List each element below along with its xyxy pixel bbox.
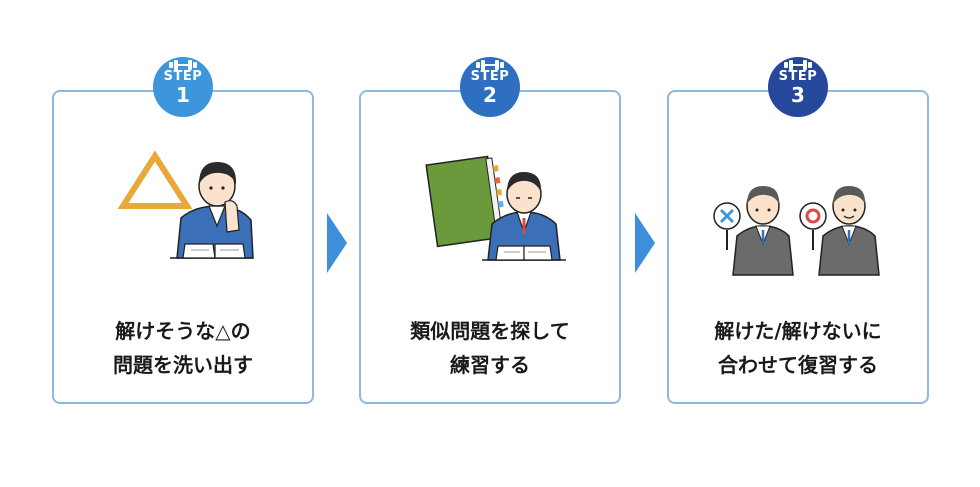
step-3-card: 解けた/解けないに 合わせて復習する <box>667 90 929 404</box>
dumbbell-icon <box>476 60 504 70</box>
arrow-right-icon <box>635 213 655 273</box>
dumbbell-icon <box>784 60 812 70</box>
step-1-text: 解けそうな△の 問題を洗い出す <box>54 314 312 382</box>
step-2-label: STEP <box>470 69 510 84</box>
step-3-number: 3 <box>791 83 805 107</box>
step-1-line1: 解けそうな△の <box>115 319 251 343</box>
step-1-line2: 問題を洗い出す <box>113 353 253 377</box>
circle-sign-icon <box>799 202 827 230</box>
step-2-line2: 練習する <box>450 353 530 377</box>
step-1-number: 1 <box>176 83 190 107</box>
student-thinking-illustration <box>117 150 254 259</box>
person-with-cross-sign <box>713 186 794 276</box>
arrow-right-icon <box>327 213 347 273</box>
step-2-text: 類似問題を探して 練習する <box>361 314 619 382</box>
step-3-line1: 解けた/解けないに <box>714 319 882 343</box>
two-people-review-illustration <box>713 186 880 276</box>
step-1-card: 解けそうな△の 問題を洗い出す <box>52 90 314 404</box>
step-2-line1: 類似問題を探して <box>410 319 570 343</box>
step-3-line2: 合わせて復習する <box>718 353 878 377</box>
step-3-label: STEP <box>778 69 818 84</box>
dumbbell-icon <box>169 60 197 70</box>
step-1-label: STEP <box>163 69 203 84</box>
green-book-icon <box>425 155 504 248</box>
step-3-badge: STEP 3 <box>768 57 828 117</box>
step-2-number: 2 <box>483 83 497 107</box>
student-studying-illustration <box>425 155 566 261</box>
step-1-badge: STEP 1 <box>153 57 213 117</box>
step-3-text: 解けた/解けないに 合わせて復習する <box>669 314 927 382</box>
triangle-icon <box>117 150 193 209</box>
step-2-badge: STEP 2 <box>460 57 520 117</box>
person-with-circle-sign <box>799 186 880 276</box>
